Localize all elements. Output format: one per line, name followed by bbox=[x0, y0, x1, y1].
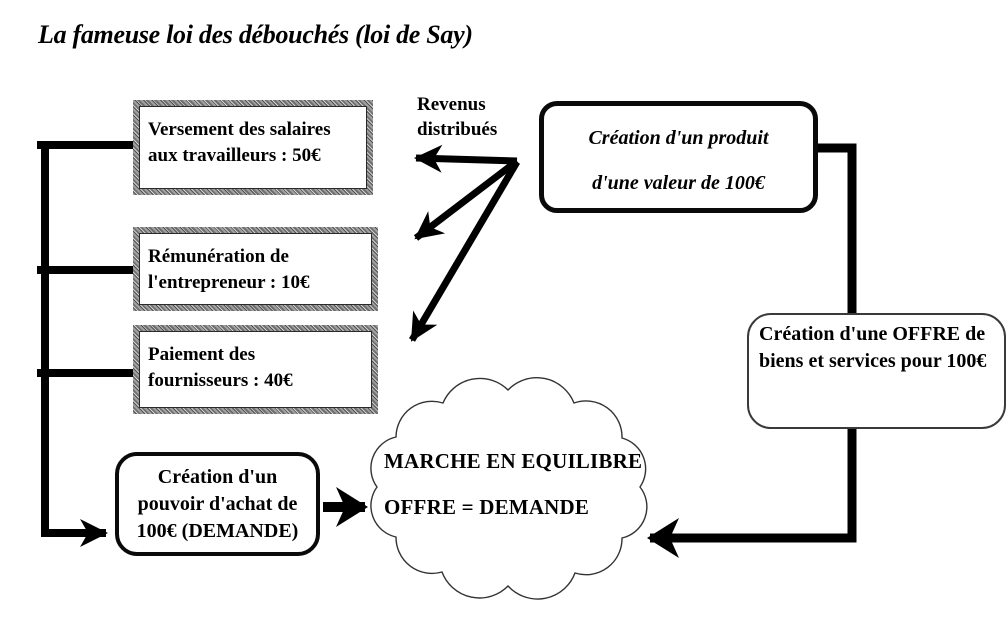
cloud-marche-equilibre: MARCHE EN EQUILIBRE OFFRE = DEMANDE bbox=[384, 449, 642, 520]
page-title: La fameuse loi des débouchés (loi de Say… bbox=[38, 20, 473, 49]
left-connector-lines bbox=[37, 141, 137, 537]
cloud-line2: OFFRE = DEMANDE bbox=[384, 495, 590, 519]
label-revenus-distribues: Revenus distribués bbox=[417, 94, 498, 140]
cloud-shape bbox=[370, 377, 648, 600]
box-creation-produit: Création d'un produit d'une valeur de 10… bbox=[539, 101, 818, 213]
produit-line1: Création d'un produit bbox=[588, 127, 769, 149]
box-creation-offre: Création d'une OFFRE de biens et service… bbox=[747, 313, 1006, 429]
box-versement-salaires: Versement des salaires aux travailleurs … bbox=[133, 100, 373, 195]
arrow-revenus-entrepreneur bbox=[413, 158, 520, 241]
cloud-line1: MARCHE EN EQUILIBRE bbox=[384, 449, 643, 473]
arrow-revenus-fournisseurs bbox=[408, 160, 521, 342]
produit-line2: d'une valeur de 100€ bbox=[592, 172, 765, 194]
box-remuneration-entrepreneur: Rémunération de l'entrepreneur : 10€ bbox=[133, 227, 378, 311]
arrow-revenus-salaires bbox=[414, 144, 518, 173]
box-pouvoir-achat-demande: Création d'un pouvoir d'achat de 100€ (D… bbox=[115, 452, 320, 556]
box-paiement-fournisseurs: Paiement des fournisseurs : 40€ bbox=[133, 325, 378, 414]
